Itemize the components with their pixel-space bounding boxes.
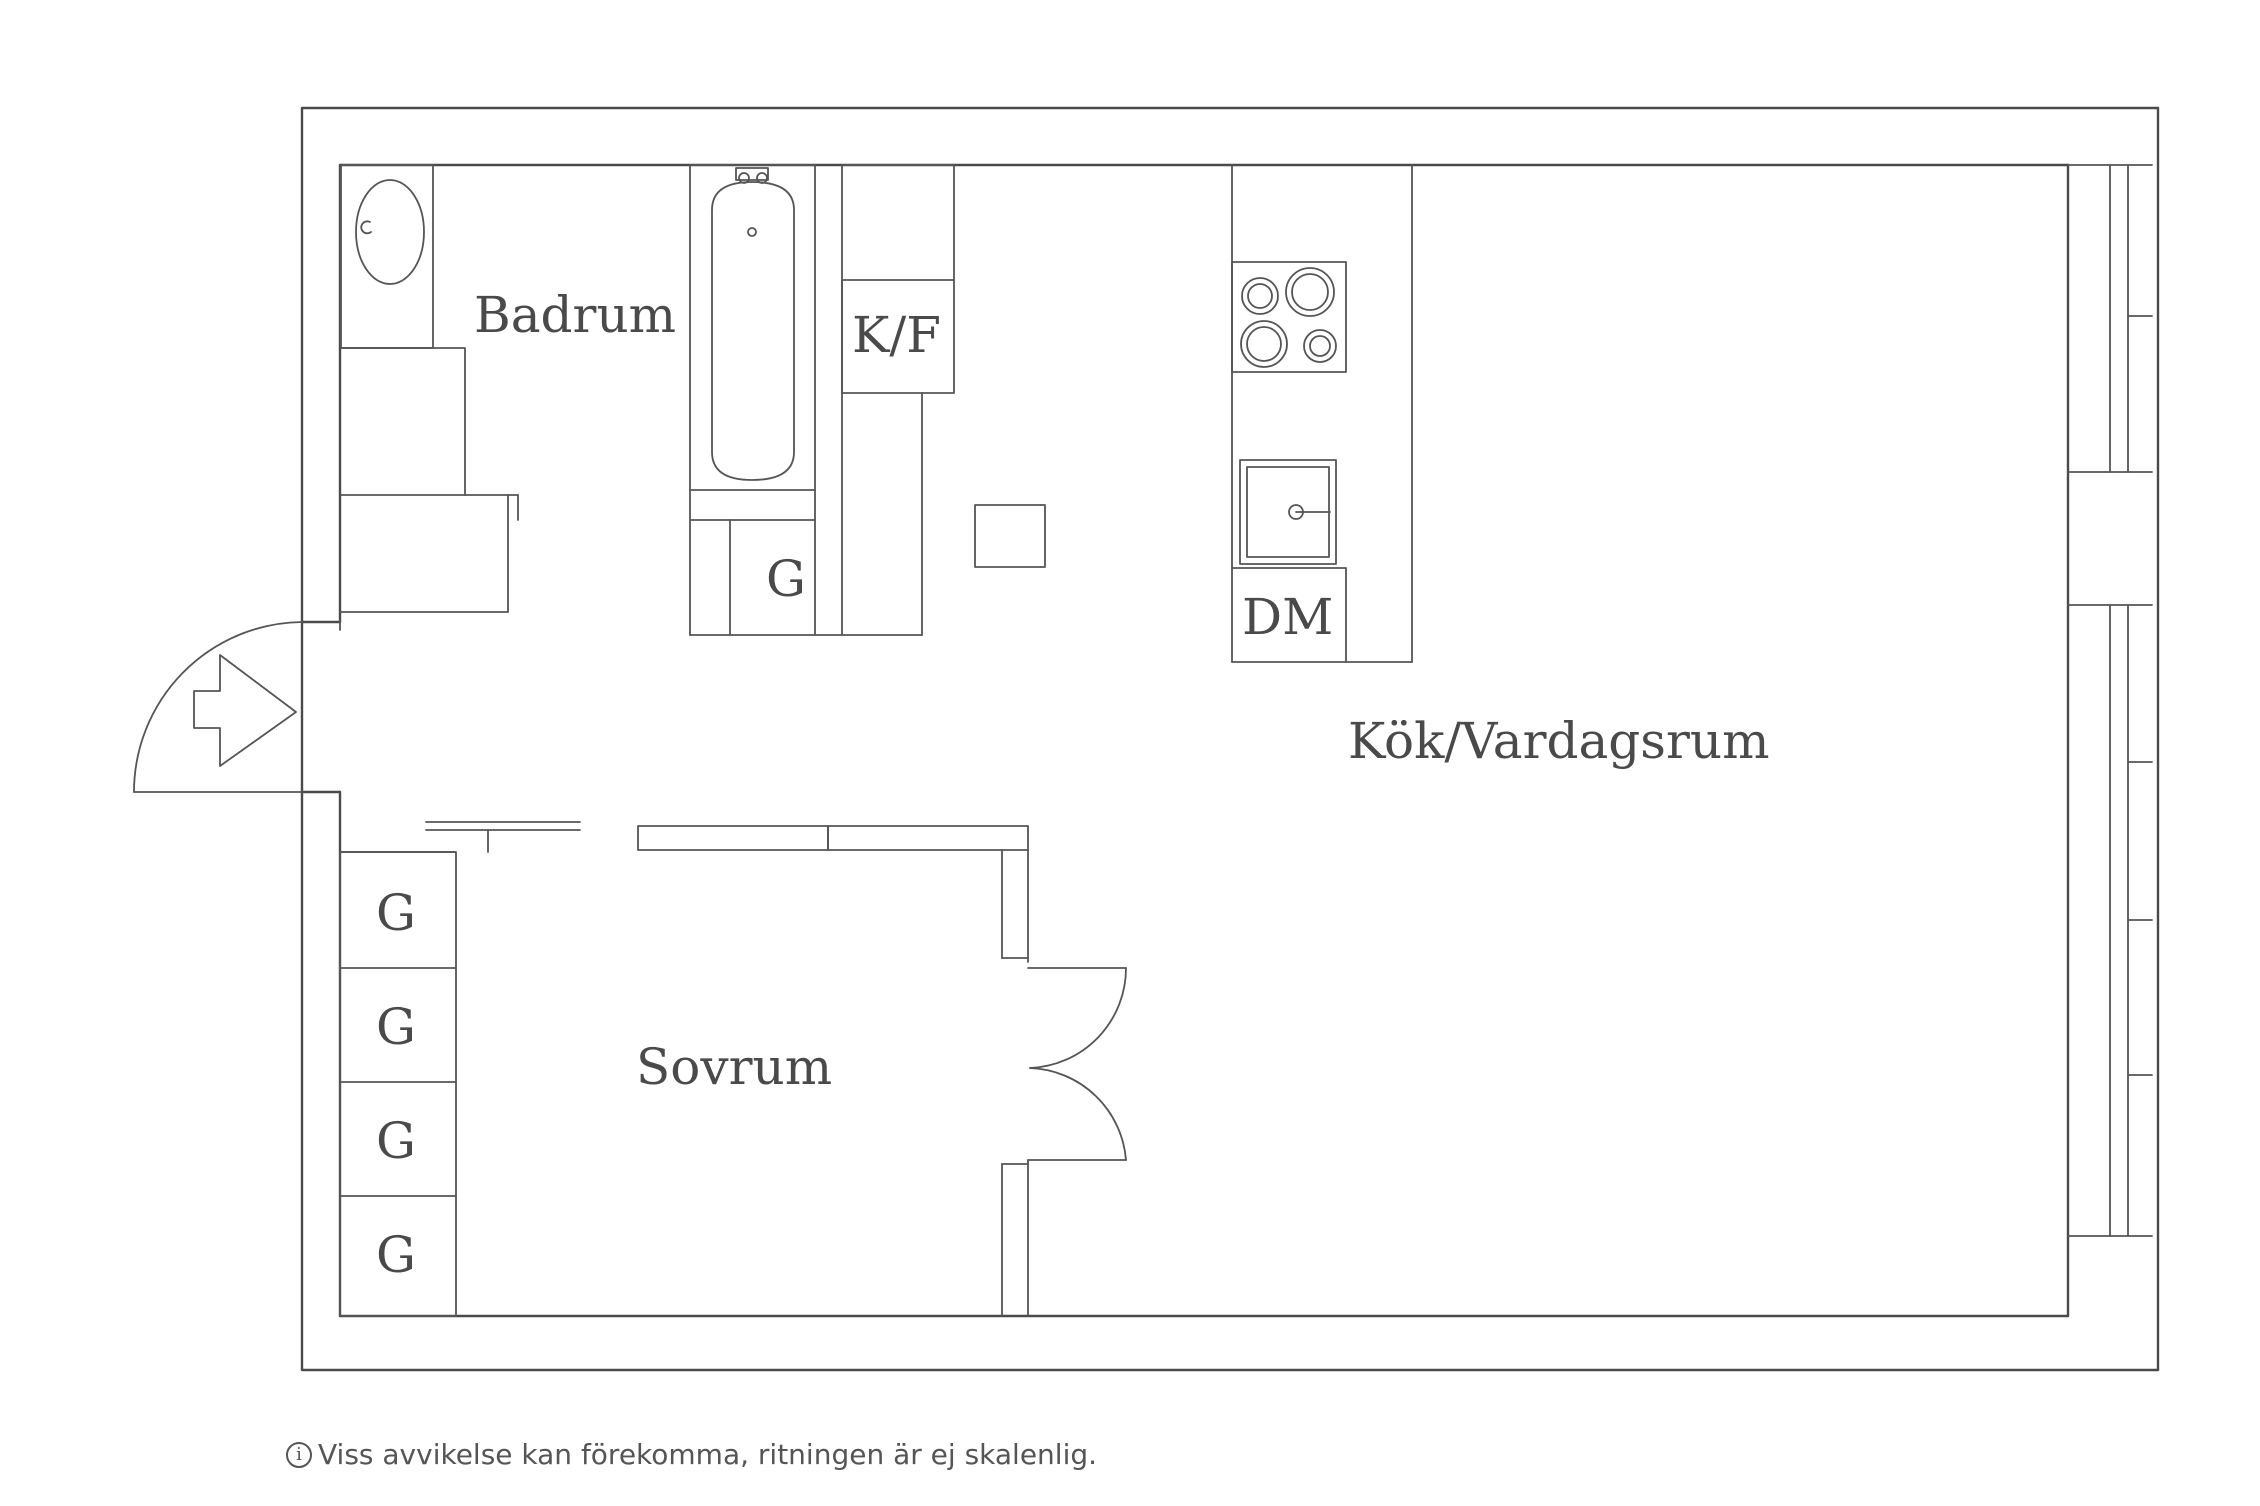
- fixture-label-dishwasher: DM: [1242, 588, 1333, 646]
- fixture-label-wardrobe-2: G: [376, 998, 416, 1056]
- entrance-door: [133, 621, 303, 793]
- entrance-arrow-icon: [193, 654, 297, 767]
- disclaimer-text: Viss avvikelse kan förekomma, ritningen …: [318, 1438, 1098, 1471]
- kitchen-counter: [1231, 164, 1413, 663]
- fixture-label-wardrobe-4: G: [376, 1226, 416, 1284]
- info-icon: i: [286, 1441, 312, 1468]
- fixture-label-wardrobe-3: G: [376, 1112, 416, 1170]
- bedroom-wardrobes: [339, 851, 457, 1317]
- windows-right: [2067, 164, 2153, 1237]
- room-label-bedroom: Sovrum: [636, 1038, 832, 1096]
- fixture-label-wardrobe-1: G: [376, 884, 416, 942]
- bedroom-walls: [1001, 849, 1127, 1317]
- stove-icon: [1231, 261, 1347, 373]
- disclaimer: i Viss avvikelse kan förekomma, ritninge…: [286, 1438, 1097, 1471]
- fixture-label-fridge-freezer: K/F: [852, 306, 941, 364]
- bathroom-area: [339, 164, 923, 636]
- fixture-label-bathroom-closet: G: [766, 550, 806, 608]
- washbasin-icon: [355, 179, 425, 285]
- sink-icon: [1239, 459, 1337, 565]
- room-label-bathroom: Badrum: [474, 286, 676, 344]
- corridor-walls: [339, 821, 1029, 853]
- small-table: [974, 504, 1046, 568]
- bathtub-icon: [711, 181, 795, 481]
- room-label-kitchen-living: Kök/Vardagsrum: [1348, 712, 1769, 770]
- fridge-freezer: [841, 164, 955, 636]
